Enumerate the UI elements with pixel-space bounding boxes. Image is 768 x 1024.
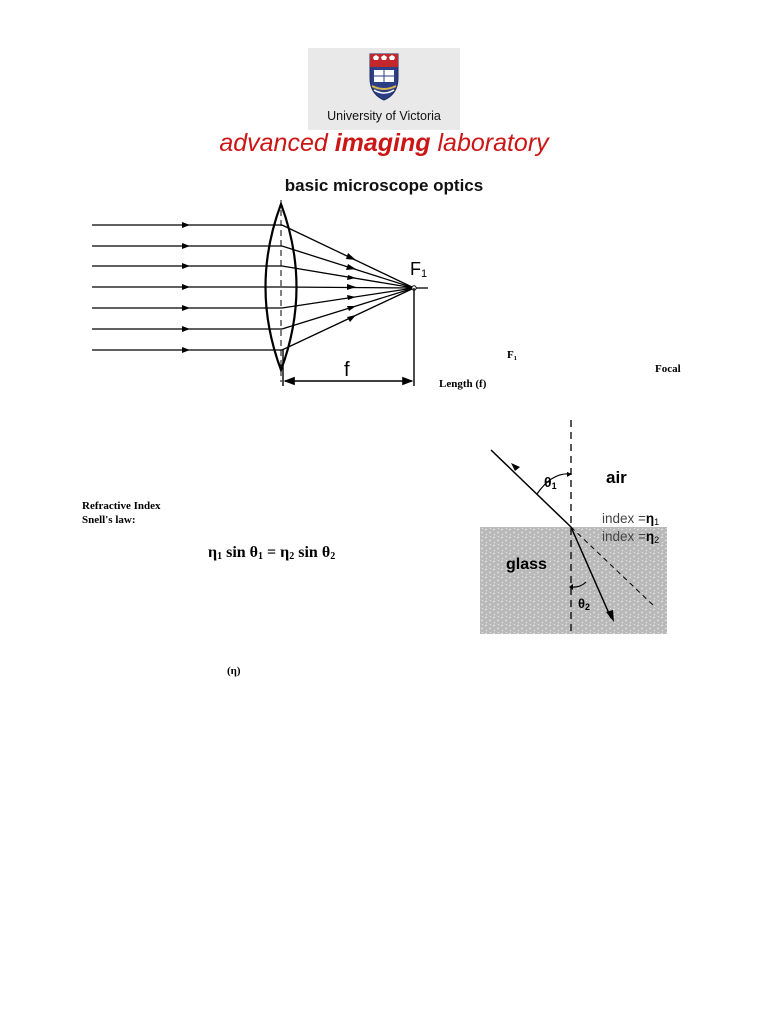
refracted-ray [570,526,612,619]
focal-length-label: f [344,359,350,381]
lab-title: advanced imaging laboratory [0,129,768,158]
lab-title-pre: advanced [219,129,335,157]
index1-label: index =η1 [602,511,659,527]
page-title: basic microscope optics [284,176,484,195]
f1-note: F₁ [507,349,518,361]
incident-ray [490,449,572,528]
unrefracted-extension [570,526,655,607]
converging-rays [281,224,428,351]
lens-diagram: F1 f [92,200,428,386]
snells-law-equation: η1 sin θ1 = η2 sin θ2 [208,544,336,562]
refraction-diagram: θ1 air index =η1 index =η2 glass θ2 [480,420,667,634]
logo-caption: University of Victoria [327,109,441,123]
university-logo: University of Victoria [308,48,460,130]
index2-label: index =η2 [602,529,659,545]
university-crest-icon [369,53,399,101]
refractive-index-label: Refractive Index [82,500,161,512]
ray-arrowheads [182,222,190,353]
air-label: air [606,468,627,487]
theta2-label: θ2 [578,596,590,612]
lab-title-post: laboratory [430,129,549,157]
glass-region [480,527,667,634]
converging-arrowheads [346,253,356,322]
focal-point-label: F1 [410,259,427,280]
lab-title-bold: imaging [334,129,431,157]
snells-law-label: Snell's law: [82,514,136,526]
focal-note: Focal [655,363,681,375]
theta1-label: θ1 [544,474,557,491]
glass-label: glass [506,556,547,573]
eta-note: (η) [227,665,241,677]
length-note: Length (f) [439,378,487,390]
